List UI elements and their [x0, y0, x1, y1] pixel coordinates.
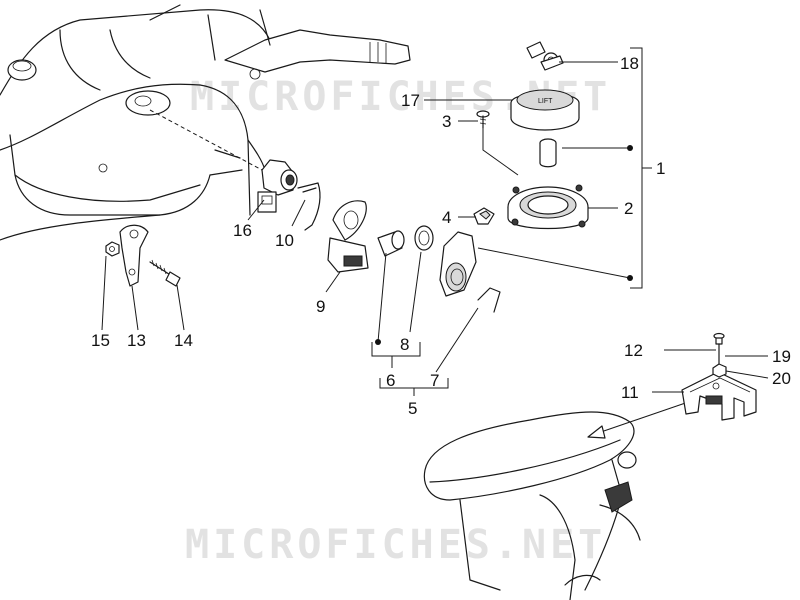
fuel-cap: LIFT: [510, 89, 580, 131]
lock-housing: [439, 231, 477, 297]
watermark-bottom: MICROFICHES.NET: [185, 522, 606, 568]
ignition-guide-line: [149, 109, 263, 171]
callout-2: 2: [624, 199, 633, 218]
callout-10: 10: [275, 231, 294, 250]
cap-lift-text: LIFT: [538, 98, 553, 105]
screw: [149, 259, 181, 287]
lock-bracket: [119, 224, 149, 287]
cap-screw: [476, 110, 490, 129]
callout-15: 15: [91, 331, 110, 350]
callout-6: 6: [386, 371, 395, 390]
saddle-lock-bracket: [681, 371, 757, 421]
callout-18: 18: [620, 54, 639, 73]
saddle-arrow-head: [587, 425, 606, 439]
retaining-clip: [477, 287, 501, 313]
fuel-lock-base: [507, 184, 589, 230]
ignition-switch: [257, 159, 298, 213]
lock-cylinder: [377, 230, 405, 257]
leader-lines: [101, 47, 769, 396]
callout-13: 13: [127, 331, 146, 350]
saddle-and-rear-body: [423, 411, 641, 600]
scooter-front-body: [0, 4, 411, 241]
bolt: [713, 332, 725, 365]
spring-clip: [297, 182, 321, 231]
callout-12: 12: [624, 341, 643, 360]
callout-14: 14: [174, 331, 193, 350]
callout-9: 9: [316, 297, 325, 316]
nut: [105, 241, 120, 257]
callout-20: 20: [772, 369, 791, 388]
callout-numbers: 1 2 3 4 5 6 7 8 9 10 11 12 13 14 15 16 1…: [91, 54, 791, 418]
callout-4: 4: [442, 208, 451, 227]
callout-8: 8: [400, 335, 409, 354]
key: [526, 41, 564, 71]
callout-11: 11: [621, 383, 639, 402]
callout-16: 16: [233, 221, 252, 240]
speed-nut: [473, 207, 495, 225]
callout-7: 7: [430, 371, 439, 390]
bolt-nut: [712, 363, 727, 378]
callout-17: 17: [401, 91, 420, 110]
callout-5: 5: [408, 399, 417, 418]
washer-ring: [414, 225, 434, 251]
callout-3: 3: [442, 112, 451, 131]
callout-1: 1: [656, 159, 665, 178]
filler-sleeve: [539, 138, 557, 168]
saddle-arrow-line: [597, 397, 701, 434]
immobilizer-antenna: [327, 200, 369, 273]
callout-19: 19: [772, 347, 791, 366]
